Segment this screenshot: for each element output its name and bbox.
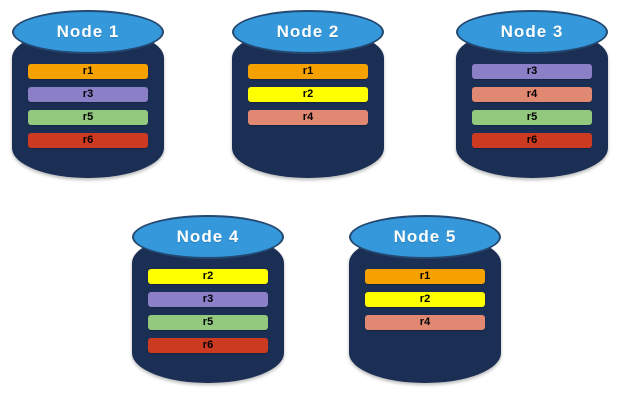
replica-bar[interactable]: r4	[365, 315, 485, 330]
cylinder-shape	[345, 211, 505, 391]
cylinder-top-ellipse	[12, 10, 164, 54]
cylinder-top-ellipse	[132, 215, 284, 259]
cylinder-top-ellipse	[232, 10, 384, 54]
replica-list: r1 r3 r5 r6	[28, 64, 148, 148]
replica-bar[interactable]: r4	[472, 87, 592, 102]
replica-bar[interactable]: r6	[28, 133, 148, 148]
replica-bar[interactable]: r1	[248, 64, 368, 79]
cylinder-shape	[128, 211, 288, 391]
cylinder-top-ellipse	[456, 10, 608, 54]
replica-list: r1 r2 r4	[248, 64, 368, 125]
replica-bar[interactable]: r3	[28, 87, 148, 102]
replica-bar[interactable]: r6	[148, 338, 268, 353]
cylinder-shape	[452, 6, 612, 186]
replica-list: r1 r2 r4	[365, 269, 485, 330]
replica-list: r2 r3 r5 r6	[148, 269, 268, 353]
cylinder-shape	[8, 6, 168, 186]
replica-bar[interactable]: r3	[148, 292, 268, 307]
cylinder-top-ellipse	[349, 215, 501, 259]
replica-bar[interactable]: r5	[472, 110, 592, 125]
replica-bar[interactable]: r2	[365, 292, 485, 307]
replica-bar[interactable]: r1	[28, 64, 148, 79]
replica-bar[interactable]: r5	[28, 110, 148, 125]
replica-bar[interactable]: r1	[365, 269, 485, 284]
replica-bar[interactable]: r2	[248, 87, 368, 102]
cylinder-shape	[228, 6, 388, 186]
replica-bar[interactable]: r3	[472, 64, 592, 79]
replica-bar[interactable]: r6	[472, 133, 592, 148]
replica-bar[interactable]: r4	[248, 110, 368, 125]
replica-list: r3 r4 r5 r6	[472, 64, 592, 148]
replica-bar[interactable]: r2	[148, 269, 268, 284]
replica-bar[interactable]: r5	[148, 315, 268, 330]
